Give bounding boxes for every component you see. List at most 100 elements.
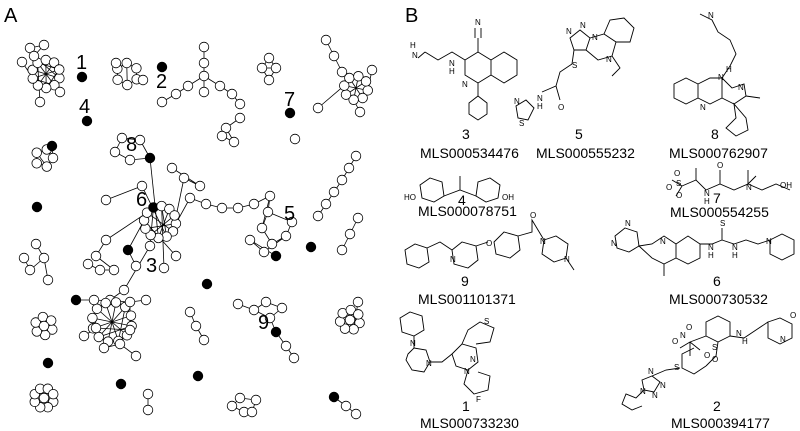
- atom-4-ho: HO: [404, 193, 416, 202]
- network-node: [276, 302, 288, 314]
- structure-9: N O O N N: [404, 211, 575, 271]
- network-node: [357, 92, 368, 104]
- network-node: [100, 194, 112, 206]
- atom-5-a6: H: [537, 102, 543, 111]
- network-node: [353, 309, 364, 320]
- network-node: [134, 134, 146, 146]
- network-node-highlighted: [305, 241, 317, 253]
- compound-number: 1: [462, 398, 470, 414]
- structures-panel: N H N H N N 3 MLS000534476 N N N N S N H…: [399, 11, 796, 431]
- atom-6-a4: N: [708, 243, 714, 252]
- compound-id: MLS001101371: [418, 291, 516, 307]
- network-node: [198, 86, 210, 98]
- network-node: [170, 250, 182, 262]
- atom-8-a1: N: [718, 73, 724, 82]
- atom-6-a6: H: [708, 251, 714, 260]
- network-node-highlighted: [70, 294, 82, 306]
- compound-number: 7: [713, 190, 721, 206]
- network-node: [31, 158, 42, 169]
- atom-9-a2: O: [530, 211, 536, 220]
- network-node: [248, 198, 260, 210]
- network-node: [100, 234, 112, 246]
- network-node: [250, 394, 262, 406]
- network-node: [320, 34, 332, 46]
- network-node: [244, 234, 256, 246]
- network-node: [198, 57, 210, 69]
- atom-5-a0: N: [566, 27, 572, 36]
- network-node: [28, 50, 40, 62]
- structure-4: HO OH: [404, 176, 514, 203]
- network-node: [198, 70, 210, 82]
- network-node: [336, 174, 348, 186]
- network-node: [38, 392, 50, 404]
- compound-id: MLS000762907: [669, 145, 768, 161]
- network-node: [288, 352, 300, 364]
- network-node: [31, 147, 42, 158]
- atom-2-a4: S: [712, 343, 717, 352]
- network-edge: [146, 212, 174, 232]
- atom-5-a3: N: [606, 55, 612, 64]
- network-edge: [95, 327, 131, 331]
- atom-8-a3: N: [738, 83, 744, 92]
- network-node: [354, 106, 366, 118]
- network-node: [121, 57, 132, 69]
- atom-1-a3: N: [464, 367, 470, 376]
- network-node: [136, 180, 148, 192]
- compound-number: 4: [458, 192, 466, 208]
- network-label-4: 4: [79, 96, 90, 118]
- network-node: [182, 80, 194, 92]
- network-node: [234, 98, 246, 110]
- network-node-highlighted: [115, 378, 127, 390]
- atom-5-a5: N: [537, 94, 543, 103]
- atom-6-a3: S: [720, 219, 725, 228]
- network-node: [27, 73, 38, 84]
- network-node: [30, 238, 42, 250]
- network-node: [130, 260, 142, 272]
- network-node: [184, 192, 196, 204]
- network-node: [198, 41, 210, 53]
- network-node: [114, 338, 126, 350]
- network-node: [34, 96, 46, 108]
- network-edge: [317, 85, 345, 109]
- network-node: [45, 315, 57, 326]
- atom-9-a1: O: [486, 239, 492, 248]
- atom-2-a1: N: [680, 331, 686, 340]
- atom-2-a0: O: [672, 337, 678, 346]
- atom-7-a7: N: [746, 183, 752, 192]
- network-node: [87, 312, 98, 324]
- compound-id: MLS000394177: [671, 415, 770, 431]
- network-node: [226, 88, 238, 100]
- compound-number: 5: [575, 126, 583, 142]
- compound-number: 9: [461, 273, 469, 289]
- network-node: [256, 62, 268, 74]
- network-node-highlighted: [81, 115, 93, 127]
- network-node: [348, 94, 359, 105]
- network-node: [78, 330, 90, 342]
- network-node: [339, 323, 351, 334]
- network-labels: 1 2 3 4 5 6 7 8 9: [76, 52, 295, 334]
- network-node: [214, 80, 226, 92]
- network-panel: 1 2 3 4 5 6 7 8 9: [16, 34, 378, 420]
- atom-7-a5: H: [704, 197, 710, 206]
- network-node: [47, 152, 59, 164]
- atom-9-a4: N: [564, 255, 570, 264]
- network-node: [234, 112, 246, 124]
- network-node: [340, 89, 352, 100]
- network-node: [232, 298, 244, 310]
- atom-3-n1: N: [475, 18, 481, 27]
- network-node-highlighted: [284, 107, 296, 119]
- atom-2-a9: O: [790, 311, 796, 320]
- network-node: [350, 408, 362, 420]
- network-node-highlighted: [201, 278, 213, 290]
- compound-id: MLS000733230: [420, 415, 519, 431]
- network-node: [158, 262, 170, 274]
- compound-id: MLS000534476: [420, 145, 519, 161]
- network-node: [263, 74, 275, 86]
- atom-5-a8: S: [519, 119, 524, 128]
- network-node: [42, 274, 54, 286]
- network-node: [340, 400, 352, 412]
- network-node: [98, 342, 110, 354]
- network-node: [144, 240, 156, 252]
- network-node: [260, 296, 272, 308]
